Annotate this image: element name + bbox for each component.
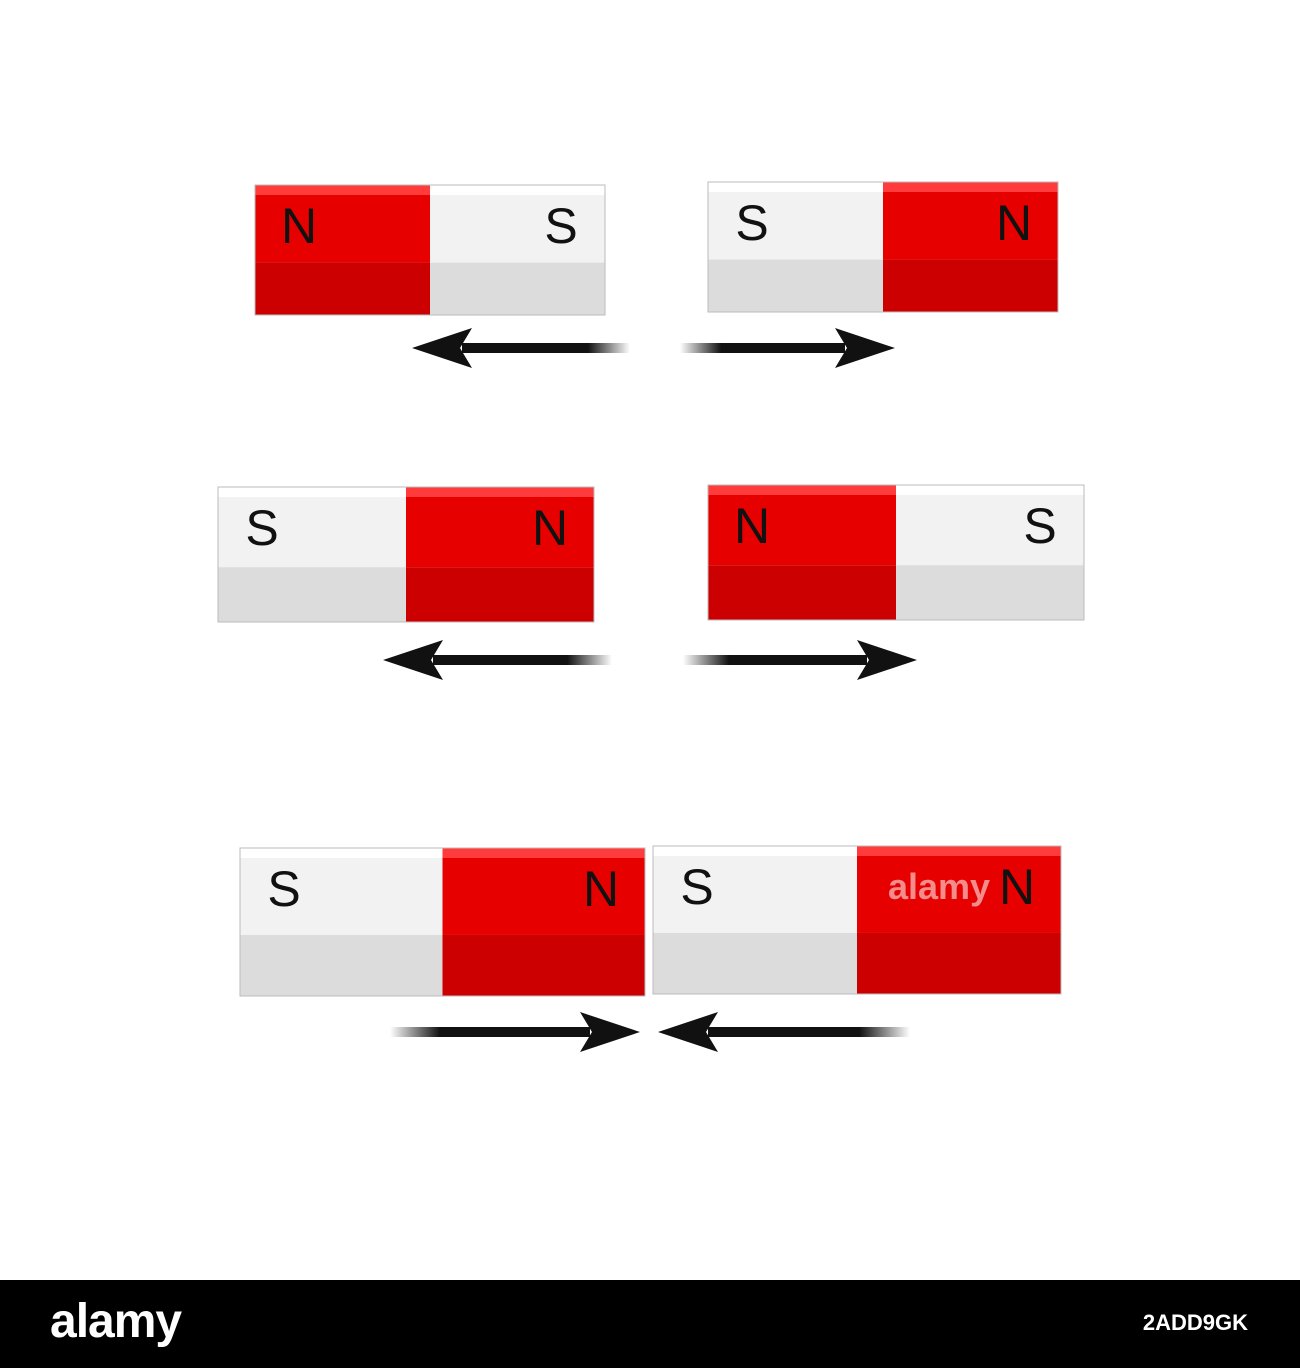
south-pole-segment: S	[218, 487, 406, 622]
arrow-left	[412, 328, 630, 368]
south-label: S	[680, 859, 713, 915]
south-pole-segment: S	[896, 485, 1084, 620]
south-pole-segment: S	[240, 848, 443, 996]
south-label: S	[544, 198, 577, 254]
south-label: S	[245, 500, 278, 556]
image-id: 2ADD9GK	[1142, 1310, 1248, 1335]
north-label: N	[281, 198, 317, 254]
north-pole-segment: N	[255, 185, 430, 315]
north-label: N	[996, 195, 1032, 251]
south-pole-segment: S	[708, 182, 883, 312]
arrow-right	[680, 328, 895, 368]
brand-logo[interactable]: alamy	[50, 1295, 182, 1348]
north-label: N	[583, 861, 619, 917]
north-pole-segment: N	[857, 846, 1061, 994]
north-label: N	[532, 500, 568, 556]
north-label: N	[734, 498, 770, 554]
watermark: alamy	[888, 866, 991, 907]
arrow-right	[683, 640, 917, 680]
south-label: S	[735, 195, 768, 251]
north-pole-segment: N	[442, 848, 645, 996]
arrow-right	[390, 1012, 640, 1052]
south-pole-segment: S	[653, 846, 857, 994]
north-pole-segment: N	[406, 487, 594, 622]
north-pole-segment: N	[883, 182, 1058, 312]
arrow-left	[383, 640, 612, 680]
arrow-left	[658, 1012, 910, 1052]
footer-bar: alamy 2ADD9GK	[0, 1280, 1300, 1368]
south-label: S	[267, 861, 300, 917]
north-pole-segment: N	[708, 485, 896, 620]
south-label: S	[1023, 498, 1056, 554]
south-pole-segment: S	[430, 185, 605, 315]
north-label: N	[999, 859, 1035, 915]
